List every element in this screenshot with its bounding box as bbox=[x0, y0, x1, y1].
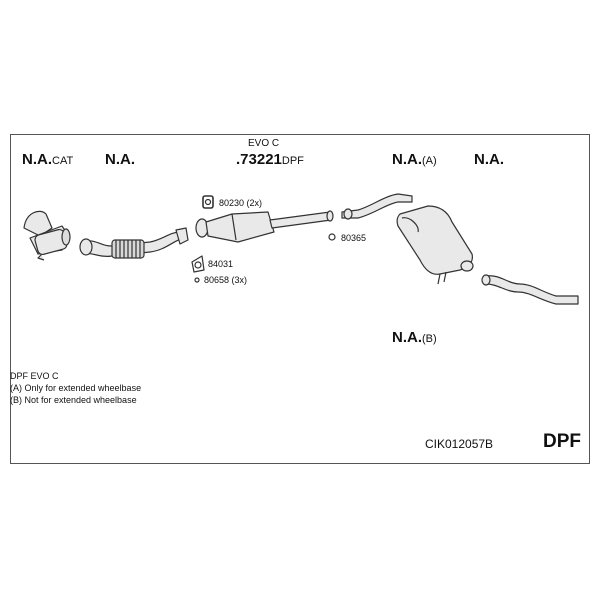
part-label-84031: 84031 bbox=[208, 259, 234, 269]
notes-title: DPF EVO C bbox=[10, 371, 59, 381]
diagram-frame bbox=[10, 134, 590, 464]
notes-block: DPF EVO C (A) Only for extended wheelbas… bbox=[10, 370, 141, 406]
front-pipe-part[interactable] bbox=[79, 227, 189, 259]
part-label-80230: 80230 (2x) bbox=[219, 198, 263, 208]
part-label-80658: 80658 (3x) bbox=[204, 275, 248, 285]
note-b: (B) Not for extended wheelbase bbox=[10, 395, 137, 405]
kit-code: CIK012057B bbox=[425, 437, 494, 451]
part-slot-rear[interactable]: N.A. bbox=[474, 151, 504, 168]
nut-icon[interactable] bbox=[194, 277, 200, 283]
part-slot-middle[interactable]: N.A.(A) bbox=[392, 151, 437, 168]
variant-label: EVO C bbox=[248, 138, 280, 149]
gasket-icon[interactable] bbox=[202, 195, 214, 209]
middle-silencer-part[interactable] bbox=[341, 193, 474, 285]
catalyst-part[interactable] bbox=[23, 210, 71, 261]
part-slot-extended-wheelbase[interactable]: N.A.(B) bbox=[392, 329, 437, 346]
part-label-80365: 80365 bbox=[341, 233, 367, 243]
flange-gasket-icon[interactable] bbox=[191, 255, 205, 273]
part-slot-dpf[interactable]: .73221DPF bbox=[236, 151, 304, 168]
tail-pipe-part[interactable] bbox=[481, 274, 579, 305]
part-slot-2[interactable]: N.A. bbox=[105, 151, 135, 168]
system-type-label: DPF bbox=[543, 431, 581, 452]
clamp-ring-icon[interactable] bbox=[328, 233, 336, 241]
part-slot-catalyst[interactable]: N.A.CAT bbox=[22, 151, 74, 168]
note-a: (A) Only for extended wheelbase bbox=[10, 383, 142, 393]
dpf-part[interactable] bbox=[195, 210, 334, 243]
